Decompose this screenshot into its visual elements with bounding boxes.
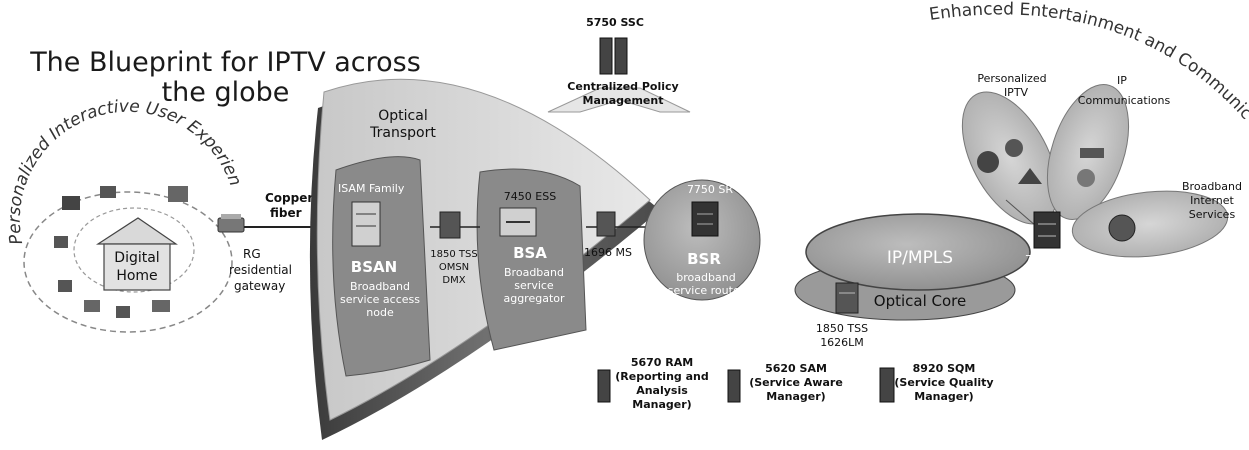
ssc5750-line-2: Management xyxy=(583,94,664,107)
tss1850-omsn-line-1: 1850 TSS xyxy=(430,249,477,260)
isam-node-icon xyxy=(352,202,380,246)
bsr-name: BSR xyxy=(687,250,721,268)
bsa-line-1: Broadband xyxy=(504,266,564,279)
ssc5750-name: 5750 SSC xyxy=(586,16,644,29)
tss1850-omsn-icon xyxy=(440,212,460,238)
home-area: Digital Home Personalized Interactive Us… xyxy=(0,0,292,332)
sam-line-1: 5620 SAM xyxy=(765,362,827,375)
tss1850-omsn-line-3: DMX xyxy=(442,275,465,286)
petal-bb-line-3: Services xyxy=(1189,208,1236,221)
globe-icon xyxy=(1109,215,1135,241)
sr7750-core-label: 7750 SR xyxy=(1025,253,1071,266)
ess7450-icon xyxy=(500,208,536,236)
petal-iptv-line-1: Personalized xyxy=(977,72,1046,85)
optical-transport-label-2: Transport xyxy=(369,125,436,141)
personalized-experience-text: Personalized Interactive User Experience xyxy=(0,0,245,246)
bsa-name: BSA xyxy=(513,244,547,262)
ram-line-1: 5670 RAM xyxy=(631,356,693,369)
sqm-server-icon xyxy=(880,368,894,402)
sqm-line-1: 8920 SQM xyxy=(913,362,976,375)
bsa-line-2: service xyxy=(514,279,554,292)
ram-line-4: Manager) xyxy=(632,398,691,411)
link-label-2: fiber xyxy=(270,206,302,220)
bsr-line-2: service router xyxy=(668,284,745,297)
tss1850-lm-icon xyxy=(836,283,858,313)
ssc5750-server-icon-1 xyxy=(600,38,612,74)
ram-line-3: Analysis xyxy=(636,384,688,397)
manager-ram: 5670 RAM (Reporting and Analysis Manager… xyxy=(598,356,709,411)
ip-mpls-label: IP/MPLS xyxy=(887,248,953,268)
bsan-name: BSAN xyxy=(351,258,397,276)
manager-sqm: 8920 SQM (Service Quality Manager) xyxy=(880,362,994,403)
bsa-line-3: aggregator xyxy=(503,292,565,305)
tss1850-lm-line-1: 1850 TSS xyxy=(816,322,868,335)
tss1850-lm-line-2: 1626LM xyxy=(820,336,864,349)
sr7750-core-icon xyxy=(1034,212,1060,248)
phone-icon xyxy=(54,236,68,248)
home-label-1: Digital xyxy=(114,250,159,266)
ms1696-icon xyxy=(597,212,615,236)
bsr-node: 7750 SR BSR broadband service router xyxy=(644,180,760,300)
isam-family-label: ISAM Family xyxy=(338,182,405,195)
optical-core-label: Optical Core xyxy=(874,292,966,310)
rg-label-3: gateway xyxy=(234,279,285,293)
sam-line-3: Manager) xyxy=(766,390,825,403)
rg-gateway-icon xyxy=(218,214,244,232)
sam-line-2: (Service Aware xyxy=(749,376,843,389)
sr7750-bsr-label: 7750 SR xyxy=(687,183,733,196)
link-label-1: Copper, xyxy=(265,191,316,205)
bsr-line-1: broadband xyxy=(676,271,735,284)
ram-line-2: (Reporting and xyxy=(615,370,709,383)
bsan-line-3: node xyxy=(366,306,394,319)
telephone-icon xyxy=(1080,148,1104,158)
sam-server-icon xyxy=(728,370,740,402)
petal-bb-line-1: Broadband xyxy=(1182,180,1242,193)
bsan-line-1: Broadband xyxy=(350,280,410,293)
bsr-router-icon xyxy=(692,202,718,236)
ssc5750-group: 5750 SSC Centralized Policy Management xyxy=(548,16,690,112)
rg-label-2: residential xyxy=(229,263,292,277)
people-icon xyxy=(1077,169,1095,187)
sqm-line-3: Manager) xyxy=(914,390,973,403)
manager-sam: 5620 SAM (Service Aware Manager) xyxy=(728,362,843,403)
optical-transport-label-1: Optical xyxy=(378,108,427,124)
laptop-icon xyxy=(62,196,80,210)
petal-iptv-line-2: IPTV xyxy=(1004,86,1029,99)
tss1850-omsn-line-2: OMSN xyxy=(439,262,469,273)
settop-box-icon xyxy=(84,300,100,312)
core-network: IP/MPLS Optical Core 1850 TSS 1626LM xyxy=(795,214,1030,349)
petal-bb-line-2: Internet xyxy=(1190,194,1234,207)
pc-icon xyxy=(100,186,116,198)
ms1696-label: 1696 MS xyxy=(584,246,632,259)
home-label-2: Home xyxy=(116,268,157,284)
sqm-line-2: (Service Quality xyxy=(894,376,993,389)
petal-ipcomm-line-1: IP xyxy=(1117,74,1127,87)
speaker-icon xyxy=(152,300,170,312)
film-reel-icon xyxy=(977,151,999,173)
petal-ipcomm-line-2: Communications xyxy=(1078,94,1171,107)
game-console-icon xyxy=(58,280,72,292)
ssc5750-server-icon-2 xyxy=(615,38,627,74)
personalized-experience-arc-label: Personalized Interactive User Experience xyxy=(0,0,245,246)
ssc5750-line-1: Centralized Policy xyxy=(567,80,678,93)
ram-server-icon xyxy=(598,370,610,402)
rg-label-1: RG xyxy=(243,247,261,261)
camera-icon xyxy=(116,306,130,318)
media-icon xyxy=(1005,139,1023,157)
bsan-line-2: service access xyxy=(340,293,420,306)
tv-icon xyxy=(168,186,188,202)
ess7450-label: 7450 ESS xyxy=(504,190,556,203)
digital-home-icon: Digital Home xyxy=(98,218,176,290)
